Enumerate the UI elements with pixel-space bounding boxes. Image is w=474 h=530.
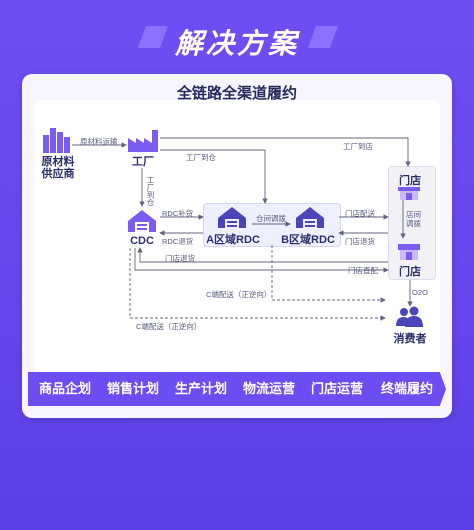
- edge-label-store-return: 门店退货: [345, 237, 375, 246]
- node-store-bottom: 门店: [399, 266, 421, 278]
- node-rdc-b: B区域RDC: [281, 234, 335, 246]
- warehouse-icon-rdc-b: [296, 207, 324, 228]
- band-item-production-plan: 生产计划: [164, 372, 238, 406]
- store-icon-top: [398, 187, 420, 200]
- band-item-store-ops: 门店运营: [300, 372, 374, 406]
- edge-label-store-inter-transfer: 店间调拨: [406, 210, 421, 228]
- edge-label-store-return-cdc: 门店退货: [165, 254, 195, 263]
- edge-label-factory-to-warehouse: 工厂到仓: [186, 153, 216, 162]
- diagram-card: 全链路全渠道履约: [22, 74, 452, 418]
- consumer-icon: [396, 306, 423, 327]
- edge-label-store-pickup: 门店直配: [348, 266, 378, 275]
- edge-label-raw-transport: 原材料运输: [80, 137, 118, 146]
- process-band: 商品企划 销售计划 生产计划 物流运营 门店运营 终端履约: [28, 372, 446, 408]
- node-supplier: 原材料 供应商: [41, 156, 75, 180]
- warehouse-icon-cdc: [128, 210, 156, 232]
- node-store-top: 门店: [399, 175, 421, 187]
- node-factory: 工厂: [132, 156, 154, 168]
- edge-c-delivery-1: [271, 245, 386, 303]
- hero: 解决方案: [0, 0, 474, 70]
- band-item-logistics-ops: 物流运营: [232, 372, 306, 406]
- edge-label-c-delivery-2: C端配送（正逆向）: [136, 322, 202, 331]
- edge-label-rdc-replenish: RDC补货: [162, 209, 194, 218]
- edge-label-rdc-return: RDC退货: [162, 237, 194, 246]
- node-rdc-a: A区域RDC: [206, 234, 260, 246]
- band-item-terminal-fulfillment: 终端履约: [368, 372, 446, 406]
- building-icon: [43, 128, 70, 153]
- edge-label-store-delivery: 门店配送: [345, 209, 375, 218]
- edge-label-c-delivery-1: C端配送（正逆向）: [206, 290, 272, 299]
- diagram-canvas: [34, 100, 440, 406]
- hero-title: 解决方案: [174, 28, 299, 59]
- store-icon-bottom: [398, 244, 420, 260]
- store-group-box: [388, 166, 436, 280]
- edge-factory-to-warehouse: [160, 149, 268, 204]
- edge-store-return-cdc: [137, 247, 388, 263]
- diagram-title: 全链路全渠道履约: [176, 85, 297, 102]
- band-item-product-planning: 商品企划: [28, 372, 102, 406]
- edge-factory-to-store: [160, 137, 411, 167]
- node-cdc: CDC: [130, 235, 154, 247]
- warehouse-icon-rdc-a: [218, 207, 246, 228]
- edge-label-o2o: O2O: [412, 288, 428, 297]
- edge-c-delivery-2: [129, 248, 386, 321]
- edge-store-pickup: [134, 248, 389, 273]
- factory-icon: [128, 130, 158, 152]
- band-item-sales-plan: 销售计划: [96, 372, 170, 406]
- edge-label-factory-to-store: 工厂到店: [343, 142, 373, 151]
- node-consumer: 消费者: [393, 333, 427, 345]
- edge-label-factory-to-cdc: 工厂到仓: [146, 176, 155, 206]
- edge-label-warehouse-transfer: 仓间调拨: [256, 214, 286, 223]
